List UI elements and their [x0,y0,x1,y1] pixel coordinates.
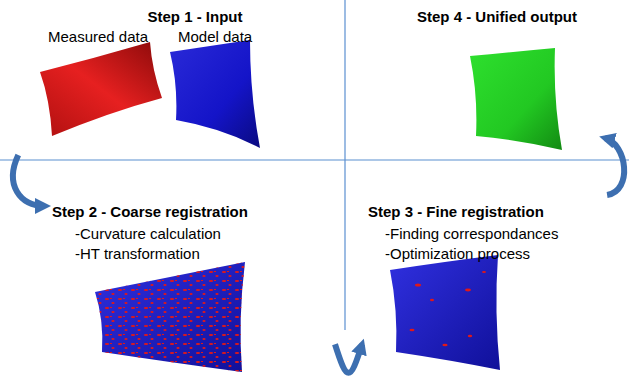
curved-arrow [335,344,362,373]
measured-surface [40,42,162,136]
surface-label: Measured data [48,28,148,46]
step-heading: Step 1 - Input [148,8,243,26]
residual-points [410,271,487,346]
step-panel: Step 2 - Coarse registration -Curvature c… [45,195,335,377]
curved-arrow [13,155,45,206]
step-panel: Step 3 - Fine registration -Finding corre… [362,195,620,375]
step-panel: Step 1 - InputMeasured data Model data [15,3,340,155]
step-heading: Step 4 - Unified output [417,8,577,26]
step-panel: Step 4 - Unified output [395,3,605,153]
curved-arrow [605,138,624,195]
fine-surface [390,255,500,370]
divider-line [0,159,629,160]
divider-line [344,0,345,330]
step-heading: Step 3 - Fine registration [368,203,544,221]
curvature-points [95,262,245,372]
step-bullet: -HT transformation [75,245,200,263]
step-heading: Step 2 - Coarse registration [52,203,248,221]
unified-surface [470,48,562,150]
step-bullet: -Optimization process [385,245,530,263]
step-bullet: -Finding correspondances [385,225,558,243]
coarse-surface [95,262,245,372]
model-surface [170,40,260,148]
step-bullet: -Curvature calculation [75,225,221,243]
surface-label: Model data [178,28,252,46]
